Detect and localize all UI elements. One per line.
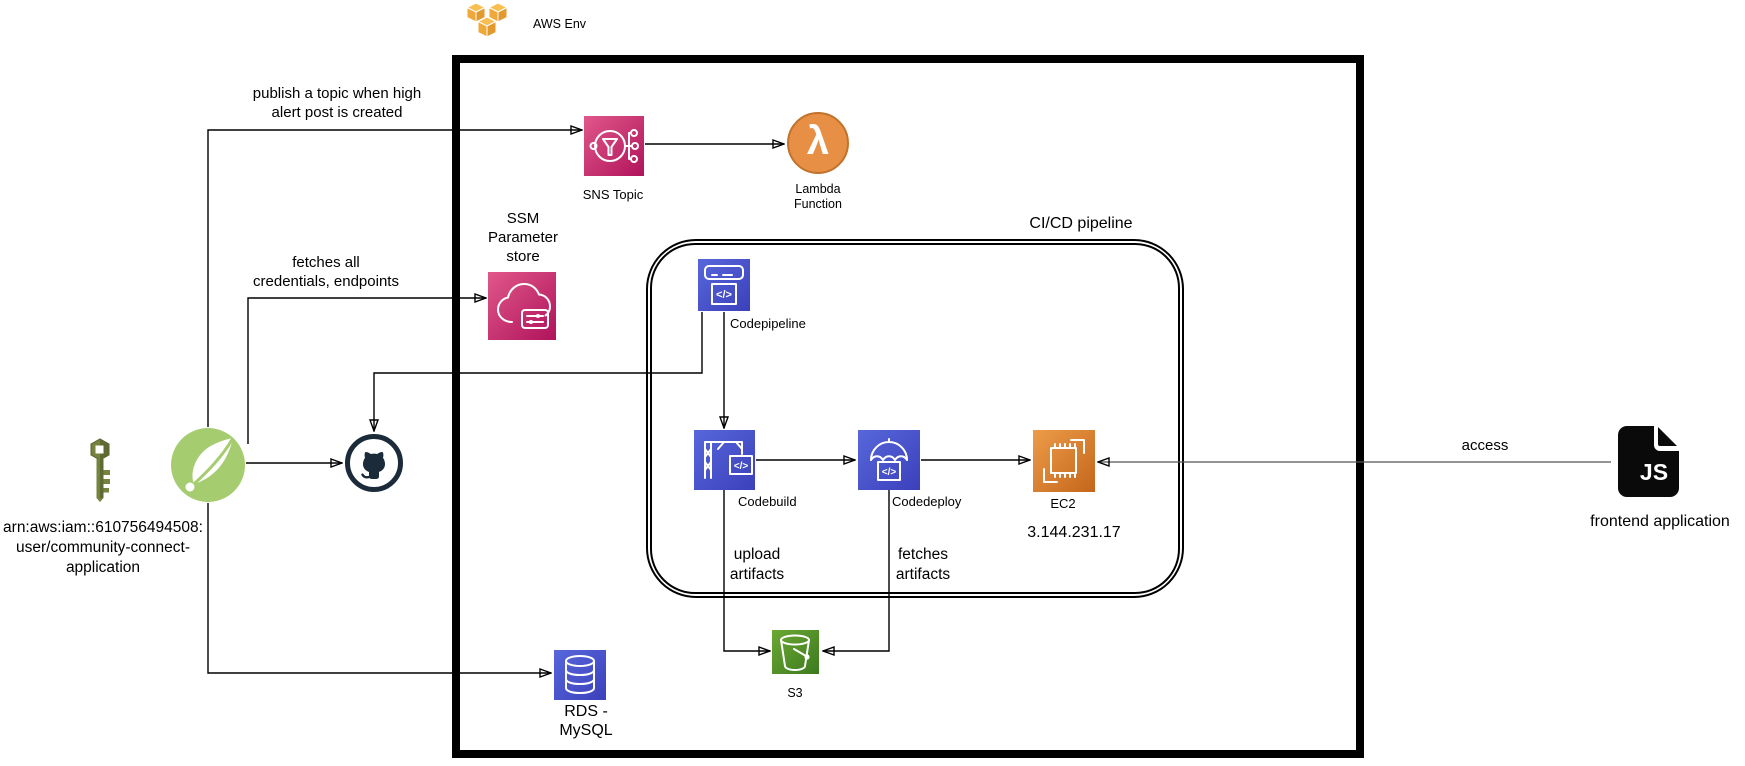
s3-label: S3 — [787, 686, 803, 700]
iam-key-icon — [83, 438, 117, 502]
codedeploy-icon: </> — [858, 430, 920, 490]
js-file-icon: JS — [1617, 425, 1679, 498]
github-icon — [344, 433, 404, 493]
fetch-artifacts-edge-label: fetches artifacts — [895, 546, 951, 583]
upload-artifacts-edge-label: upload artifacts — [729, 546, 785, 583]
cicd-pipeline-label: CI/CD pipeline — [1029, 215, 1133, 232]
codedeploy-label: Codedeploy — [892, 494, 962, 509]
sns-topic-icon — [584, 116, 644, 176]
fetch-credentials-edge-label: fetches all credentials, endpoints — [253, 254, 399, 290]
ec2-icon — [1033, 430, 1095, 492]
codebuild-glyph-code: </> — [734, 461, 749, 472]
lambda-function-icon: λ — [787, 112, 849, 174]
lambda-glyph: λ — [806, 119, 830, 163]
codepipeline-icon: </> — [698, 259, 750, 311]
frontend-application-label: frontend application — [1590, 513, 1730, 530]
js-glyph: JS — [1640, 459, 1668, 485]
codedeploy-glyph-code: </> — [882, 467, 897, 478]
aws-env-label: AWS Env — [533, 17, 587, 31]
codebuild-icon: </> — [694, 430, 755, 490]
spring-boot-icon — [170, 427, 246, 503]
sns-topic-label: SNS Topic — [582, 187, 644, 202]
ec2-label: EC2 — [1050, 496, 1076, 511]
iam-arn-label: arn:aws:iam::610756494508: user/communit… — [3, 519, 203, 576]
codepipeline-label: Codepipeline — [730, 316, 806, 331]
ssm-parameter-store-icon — [488, 272, 556, 340]
lambda-function-label: Lambda Function — [794, 182, 842, 211]
access-edge-label: access — [1461, 437, 1509, 454]
rds-mysql-icon — [554, 650, 606, 700]
publish-topic-edge-label: publish a topic when high alert post is … — [252, 85, 422, 121]
edge-fetch-credentials — [247, 298, 486, 444]
ec2-ip-address: 3.144.231.17 — [1027, 524, 1121, 541]
aws-cubes-icon — [464, 2, 510, 38]
codepipeline-glyph-code: </> — [716, 289, 732, 301]
ssm-label: SSM Parameter store — [487, 210, 559, 265]
s3-bucket-icon — [772, 630, 819, 674]
rds-mysql-label: RDS - MySQL — [559, 703, 613, 739]
codebuild-label: Codebuild — [738, 494, 797, 509]
